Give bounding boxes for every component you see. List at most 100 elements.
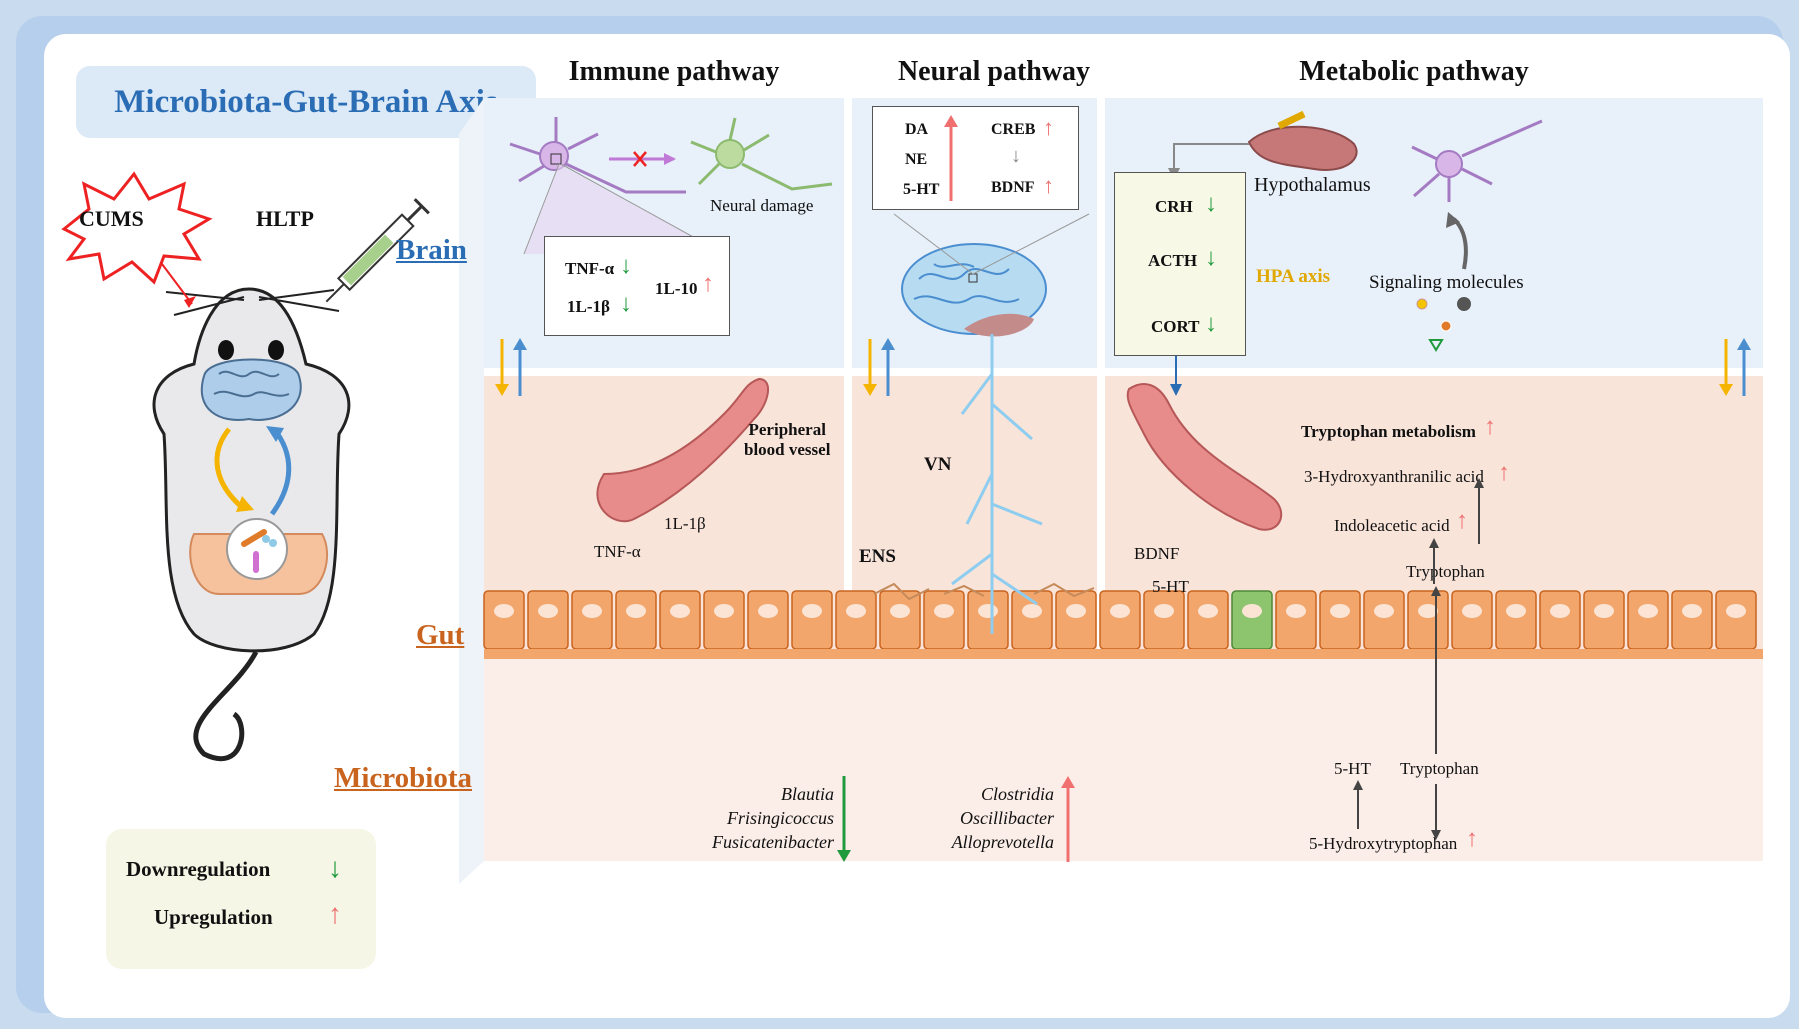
vn-label: VN bbox=[924, 454, 952, 475]
tnf-alpha-gut-label: TNF-α bbox=[594, 542, 641, 561]
epithelial-cell bbox=[791, 590, 833, 650]
arrow-down-icon: ↓ bbox=[1011, 145, 1021, 167]
cell-nucleus bbox=[1638, 604, 1658, 618]
5ht-microbiota-label: 5-HT bbox=[1334, 759, 1371, 778]
cell-nucleus bbox=[758, 604, 778, 618]
cell-nucleus bbox=[1374, 604, 1394, 618]
neural-pathway-title: Neural pathway bbox=[897, 56, 1091, 87]
neural-neurotransmitter-box: DA NE 5-HT CREB ↑ ↓ BDNF ↑ bbox=[872, 106, 1079, 210]
epithelial-cell bbox=[1627, 590, 1669, 650]
hltp-label: HLTP bbox=[256, 206, 314, 231]
arrow-down-icon: ↓ bbox=[620, 291, 632, 317]
cums-label: CUMS bbox=[79, 206, 144, 231]
bdnf-label: BDNF bbox=[991, 179, 1035, 196]
legend-down-label: Downregulation bbox=[126, 857, 271, 881]
arrow-up-icon: ↑ bbox=[1043, 115, 1054, 140]
neural-exchange-arrows bbox=[863, 338, 895, 396]
cell-nucleus bbox=[934, 604, 954, 618]
immune-pathway-title: Immune pathway bbox=[568, 56, 780, 87]
hypothalamus-label: Hypothalamus bbox=[1254, 174, 1371, 196]
epithelial-cell bbox=[1055, 590, 1097, 650]
vessel-label-line2: blood vessel bbox=[744, 440, 831, 459]
cell-nucleus bbox=[582, 604, 602, 618]
gut-section-label: Gut bbox=[416, 619, 465, 651]
il1b-gut-label: 1L-1β bbox=[664, 514, 706, 533]
cell-nucleus bbox=[626, 604, 646, 618]
brain-section-label: Brain bbox=[396, 234, 467, 266]
5ht-gut-label: 5-HT bbox=[1152, 577, 1189, 596]
arrow-up-icon: ↑ bbox=[1498, 460, 1510, 486]
cell-nucleus bbox=[1330, 604, 1350, 618]
epithelial-cell bbox=[659, 590, 701, 650]
arrow-up-icon: ↑ bbox=[1043, 173, 1054, 198]
neural-bacteria-3: Alloprevotella bbox=[951, 832, 1054, 852]
ne-label: NE bbox=[905, 151, 928, 168]
tnf-alpha-brain: TNF-α bbox=[565, 259, 615, 278]
5-hydroxytryptophan-label: 5-Hydroxytryptophan bbox=[1309, 834, 1458, 853]
ens-label: ENS bbox=[859, 546, 896, 567]
neural-damage-label: Neural damage bbox=[710, 196, 814, 215]
cell-nucleus bbox=[1682, 604, 1702, 618]
neural-bacteria-2: Oscillibacter bbox=[960, 808, 1054, 828]
cell-nucleus bbox=[1594, 604, 1614, 618]
epithelial-cell bbox=[879, 590, 921, 650]
metabolic-flow-arrows bbox=[1353, 478, 1484, 840]
figure-card: Microbiota-Gut-Brain Axis Immune pathway… bbox=[44, 34, 1790, 1018]
epithelial-cell bbox=[1275, 590, 1317, 650]
cell-nucleus bbox=[494, 604, 514, 618]
epithelial-cell bbox=[1715, 590, 1757, 650]
cell-nucleus bbox=[890, 604, 910, 618]
cell-nucleus bbox=[538, 604, 558, 618]
neural-bacteria-1: Clostridia bbox=[980, 784, 1054, 804]
creb-label: CREB bbox=[991, 121, 1036, 138]
indoleacetic-acid-label: Indoleacetic acid bbox=[1334, 516, 1450, 535]
epithelial-cell bbox=[1187, 590, 1229, 650]
cell-nucleus bbox=[1198, 604, 1218, 618]
cell-nucleus bbox=[1286, 604, 1306, 618]
mouse-illustration bbox=[61, 171, 430, 762]
arrow-down-icon: ↓ bbox=[1205, 245, 1217, 271]
immune-cytokine-box: TNF-α ↓ 1L-1β ↓ 1L-10 ↑ bbox=[544, 236, 730, 336]
arrow-down-icon: ↓ bbox=[1205, 191, 1217, 217]
5ht-label: 5-HT bbox=[903, 181, 940, 198]
arrow-down-icon: ↓ bbox=[620, 253, 632, 279]
diagram-drawing bbox=[61, 98, 1763, 884]
epithelial-cell bbox=[1099, 590, 1141, 650]
vessel-label-line1: Peripheral bbox=[748, 420, 826, 439]
epithelial-cell bbox=[1143, 590, 1185, 650]
hydroxyanthranilic-acid-label: 3-Hydroxyanthranilic acid bbox=[1304, 467, 1484, 486]
cell-nucleus bbox=[1066, 604, 1086, 618]
immune-bacteria-down-arrow bbox=[837, 776, 851, 862]
il10-brain: 1L-10 bbox=[655, 279, 698, 298]
microbiota-section-label: Microbiota bbox=[334, 762, 472, 794]
epithelial-cell bbox=[1671, 590, 1713, 650]
epithelial-cell bbox=[1583, 590, 1625, 650]
cell-nucleus bbox=[714, 604, 734, 618]
metabolic-exchange-arrows bbox=[1719, 338, 1751, 396]
cell-nucleus bbox=[1726, 604, 1746, 618]
cell-nucleus bbox=[978, 604, 998, 618]
epithelial-cell bbox=[483, 590, 525, 650]
il1b-brain: 1L-1β bbox=[567, 297, 610, 316]
arrow-up-icon: ↑ bbox=[702, 271, 714, 297]
cell-nucleus bbox=[1506, 604, 1526, 618]
epithelial-cell bbox=[967, 590, 1009, 650]
microbiota-panel bbox=[484, 651, 1763, 861]
immune-bacteria-1: Blautia bbox=[781, 784, 834, 804]
tryptophan-metabolism-label: Tryptophan metabolism bbox=[1301, 422, 1476, 441]
cell-nucleus bbox=[1154, 604, 1174, 618]
legend-up-label: Upregulation bbox=[154, 905, 273, 929]
immune-brain-drawing bbox=[509, 117, 833, 255]
tryptophan-microbiota-label: Tryptophan bbox=[1400, 759, 1479, 778]
epithelial-cell bbox=[923, 590, 965, 650]
arrow-up-icon: ↑ bbox=[328, 899, 342, 930]
epithelium-base bbox=[484, 649, 1763, 659]
hpa-axis-box: CRH ↓ ACTH ↓ CORT ↓ bbox=[1114, 172, 1246, 356]
cell-nucleus bbox=[846, 604, 866, 618]
immune-bacteria-3: Fusicatenibacter bbox=[712, 832, 834, 852]
epithelial-cell bbox=[747, 590, 789, 650]
arrow-up-icon: ↑ bbox=[1466, 826, 1478, 852]
blood-vessels bbox=[596, 377, 1283, 531]
cell-nucleus bbox=[1022, 604, 1042, 618]
